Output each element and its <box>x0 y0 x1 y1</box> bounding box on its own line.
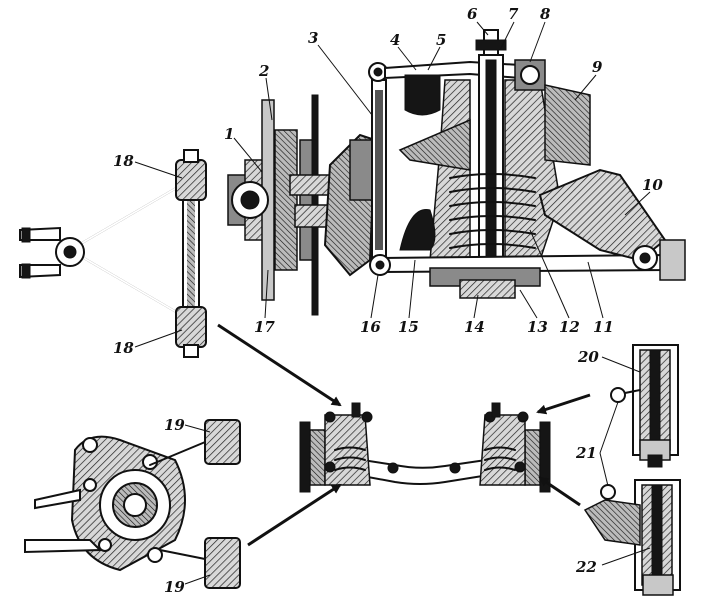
label-17: 17 <box>254 318 275 336</box>
connector-arrows <box>217 323 591 547</box>
label-3: 3 <box>308 29 318 47</box>
frame-bracket <box>538 168 686 281</box>
label-1: 1 <box>224 125 234 143</box>
label-5: 5 <box>436 31 446 49</box>
coil-spring <box>449 173 536 249</box>
shock-absorber <box>475 29 507 286</box>
king-pin-post <box>323 133 377 277</box>
callout-labels: 1 2 3 4 5 6 7 8 9 10 11 12 13 14 15 16 1… <box>113 5 663 596</box>
ball-joint-lower <box>583 479 681 596</box>
label-10: 10 <box>642 176 663 194</box>
wheel-hub-assembly <box>227 94 331 316</box>
label-9: 9 <box>592 58 603 76</box>
label-20: 20 <box>577 348 599 366</box>
upper-wishbone-view <box>19 149 207 358</box>
main-cross-section <box>227 29 686 316</box>
label-16: 16 <box>360 318 381 336</box>
label-21: 21 <box>575 444 597 462</box>
label-19-top: 19 <box>164 416 185 434</box>
lower-control-arm <box>369 209 666 299</box>
steering-knuckle-view <box>24 419 241 589</box>
label-4: 4 <box>390 31 400 49</box>
ball-joint-upper <box>610 344 679 468</box>
label-19-bottom: 19 <box>164 578 185 596</box>
label-18-bottom: 18 <box>113 339 134 357</box>
label-15: 15 <box>398 318 419 336</box>
leader-lines <box>134 21 651 585</box>
label-18-top: 18 <box>113 152 134 170</box>
label-7: 7 <box>508 5 519 23</box>
label-13: 13 <box>527 318 548 336</box>
label-14: 14 <box>464 318 485 336</box>
label-11: 11 <box>593 318 614 336</box>
axle-assembly-view <box>299 402 551 493</box>
label-22: 22 <box>575 558 597 576</box>
label-2: 2 <box>258 62 269 80</box>
label-12: 12 <box>559 318 580 336</box>
label-6: 6 <box>467 5 478 23</box>
label-8: 8 <box>540 5 551 23</box>
